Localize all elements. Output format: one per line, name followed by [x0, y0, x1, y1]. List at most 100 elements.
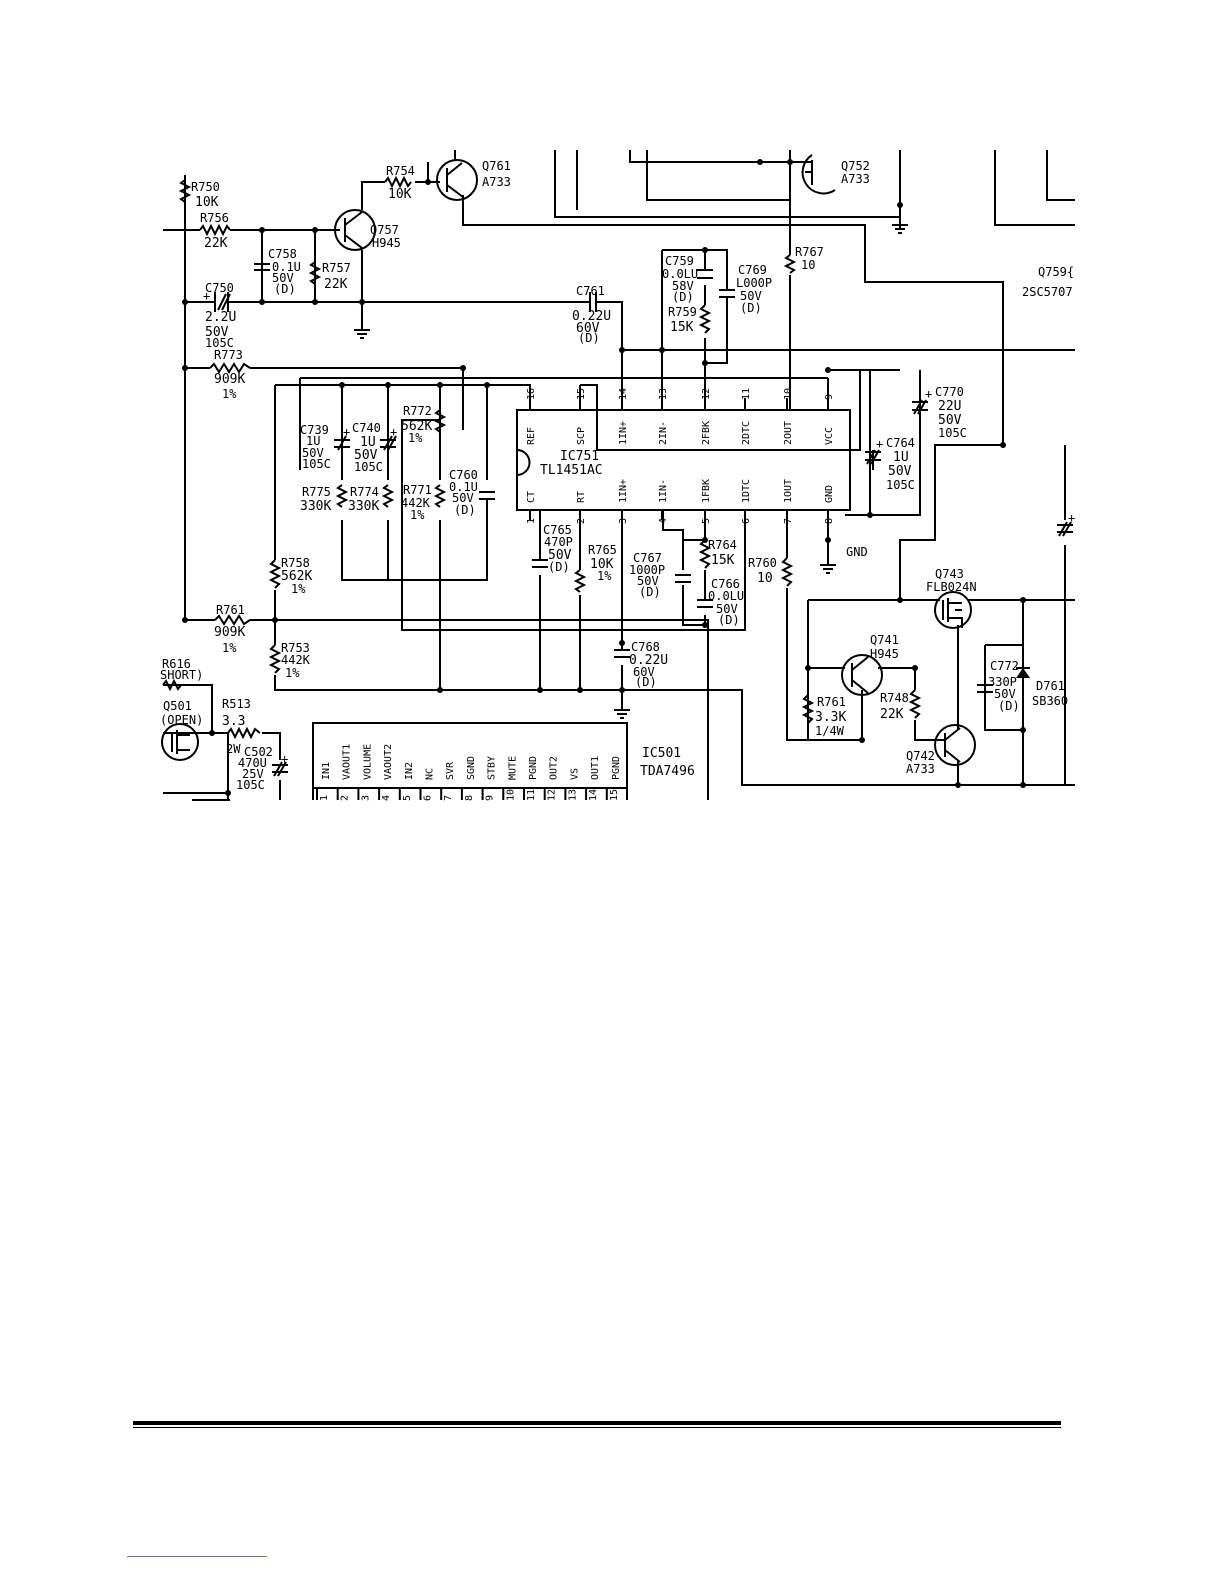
ic751-pin-name: 1OUT	[783, 479, 794, 503]
label-c765-v3: (D)	[548, 560, 570, 574]
ic751-pin-name: 2IN-	[658, 421, 669, 445]
ic501-pin-name: MUTE	[507, 756, 518, 780]
label-r772: R772	[403, 404, 432, 418]
label-c760-v3: (D)	[454, 503, 476, 517]
label-r756-value: 22K	[204, 236, 228, 251]
label-c739-v3: 105C	[302, 457, 331, 471]
label-q501-value: (OPEN)	[160, 713, 203, 727]
label-r513-v1: 3.3	[222, 714, 245, 729]
label-q742: Q742	[906, 749, 935, 763]
ic751-pin-number: 1	[526, 518, 537, 524]
label-r774-value: 330K	[348, 499, 379, 514]
label-c766: C766	[711, 577, 740, 591]
page-rule	[133, 1421, 1061, 1425]
label-c761-v3: (D)	[578, 331, 600, 345]
label-c758: C758	[268, 247, 297, 261]
r756-symbol	[199, 223, 231, 237]
label-r773-v1: 909K	[214, 372, 245, 387]
ic501-pin-name: IN1	[321, 762, 332, 780]
ic751-pin-number: 6	[741, 518, 752, 524]
label-c768-v2: 60V	[633, 665, 655, 679]
r773-symbol	[209, 362, 251, 374]
ground-symbols	[354, 217, 908, 719]
label-c767-v3: (D)	[639, 585, 661, 599]
ic751-part: TL1451AC	[540, 463, 603, 478]
label-c772-v3: (D)	[998, 699, 1020, 713]
label-c770-v2: 50V	[938, 413, 962, 428]
q743-symbol	[934, 591, 972, 629]
label-q759-value: 2SC5707	[1022, 285, 1073, 299]
c766-symbol	[697, 599, 713, 608]
ic751-body	[516, 409, 851, 511]
r748-symbol	[908, 689, 922, 719]
c769-symbol	[719, 289, 735, 310]
r750-symbol	[178, 179, 192, 203]
ic501-pin-name: NC	[425, 768, 436, 780]
label-q759: Q759{	[1038, 265, 1074, 279]
label-r754-value: 10K	[388, 187, 412, 202]
ic751-pin-name: 2OUT	[783, 421, 794, 445]
label-c761-v1: 0.22U	[572, 309, 611, 324]
ic501-pin-name: PGND	[528, 756, 539, 780]
ic501-pin-name: VAOUT1	[342, 744, 353, 780]
q742-symbol	[934, 724, 976, 766]
ic751-pin-number: 9	[824, 394, 835, 400]
label-c770: C770	[935, 385, 964, 399]
ic501-pin-number: 8	[464, 795, 475, 801]
label-q741-value: H945	[870, 647, 899, 661]
label-r773-v2: 1%	[222, 387, 237, 401]
ic751-pin-number: 12	[701, 388, 712, 400]
label-c740-v2: 50V	[354, 448, 378, 463]
label-r759-value: 15K	[670, 320, 694, 335]
wires	[163, 150, 1075, 801]
label-c759-v2: 58V	[672, 279, 694, 293]
c740-symbol	[380, 420, 397, 470]
ic501-ref: IC501	[642, 746, 681, 761]
ground-q757	[354, 325, 370, 339]
c764-symbol	[865, 449, 881, 465]
ic751-pin-number: 4	[658, 518, 669, 524]
ic501-pin-number: 6	[423, 795, 434, 801]
c750-symbol	[205, 292, 240, 312]
label-q757: Q757	[370, 223, 399, 237]
label-r771-v1: 442K	[401, 496, 431, 510]
q501-symbol	[161, 723, 199, 761]
label-q761: Q761	[482, 159, 511, 173]
capacitors: + + + + + + +	[203, 230, 1075, 777]
label-r775-value: 330K	[300, 499, 331, 514]
label-c761: C761	[576, 284, 605, 298]
label-c764: C764	[886, 436, 915, 450]
label-r764: R764	[708, 538, 737, 552]
svg-text:+: +	[203, 289, 210, 303]
footnote-rule	[127, 1556, 267, 1557]
r758-symbol	[268, 559, 282, 589]
r771-symbol	[433, 484, 447, 508]
ic751-pin-name: VCC	[824, 427, 835, 445]
c765-symbol	[532, 559, 548, 568]
label-r616: R616	[162, 657, 191, 671]
label-c768-v1: 0.22U	[629, 653, 668, 668]
label-r767: R767	[795, 245, 824, 259]
label-r772-v2: 1%	[408, 431, 423, 445]
label-r750: R750	[191, 180, 220, 194]
label-r753-v1: 442K	[281, 653, 311, 667]
ic751-pin-name: 2FBK	[701, 421, 712, 445]
label-c502-v2: 25V	[242, 767, 264, 781]
ic751-pin-number: 14	[618, 388, 629, 400]
ic751-pin-name: GND	[824, 485, 835, 503]
label-r771: R771	[403, 483, 432, 497]
label-q752: Q752	[841, 159, 870, 173]
c761-symbol	[585, 292, 600, 312]
ic501-pin-name: OUT2	[549, 756, 560, 780]
label-c740-v1: 1U	[360, 435, 376, 450]
ic501-body	[312, 722, 628, 789]
label-c759-v3: (D)	[672, 290, 694, 304]
label-r761b: R761	[817, 695, 846, 709]
label-c764-v3: 105C	[886, 478, 915, 492]
q761-symbol	[436, 159, 478, 201]
ic501-pin-name: SGND	[466, 756, 477, 780]
ic501-pin-name: PGND	[611, 756, 622, 780]
ic751-pin-number: 15	[576, 388, 587, 400]
r764-symbol	[698, 539, 712, 569]
